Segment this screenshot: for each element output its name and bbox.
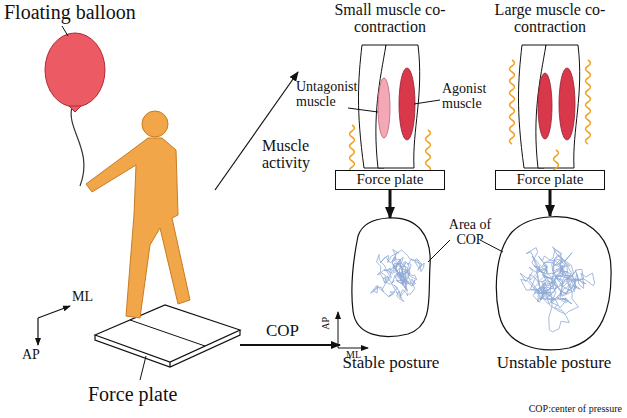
balloon-string <box>71 107 84 186</box>
balloon <box>45 33 105 107</box>
posture-label: Stable posture <box>308 354 474 372</box>
cop-area: Unstable posture <box>494 214 614 352</box>
axis-ap <box>338 312 339 348</box>
muscle-label: Untagonist muscle <box>296 80 358 109</box>
muscle-activity-arrow <box>215 72 298 190</box>
box-text: Force plate <box>516 172 583 188</box>
axis-label: AP <box>22 348 52 363</box>
title-label: Floating balloon <box>4 2 204 23</box>
leg-large <box>519 45 580 168</box>
cop-area-outline <box>494 214 614 352</box>
callout-label: Muscle activity <box>262 138 332 172</box>
flow-arrow <box>389 190 392 218</box>
axis-ml <box>338 348 368 349</box>
balloon-knot <box>69 106 81 112</box>
cop-label: COP <box>266 322 316 340</box>
axis-label: ML <box>72 290 102 305</box>
leader-line <box>140 356 146 380</box>
axis-label: AP <box>321 311 332 335</box>
leader-line <box>348 108 378 112</box>
posture-label: Unstable posture <box>454 354 627 372</box>
leader-line <box>414 100 440 104</box>
force-plate-edge <box>95 330 240 367</box>
muscle-label: Agonist muscle <box>442 82 504 111</box>
callout-label: Area of COP <box>440 218 500 247</box>
panel-heading: Large muscle co-contraction <box>488 2 612 36</box>
leader-line <box>428 240 450 262</box>
note: COP:center of pressure <box>452 404 622 415</box>
person <box>86 138 190 318</box>
flow-arrow <box>549 190 552 216</box>
cop-area: Stable posture <box>348 216 434 338</box>
leg-small <box>359 45 420 168</box>
force-plate <box>95 305 240 362</box>
part-label: Force plate <box>88 384 208 405</box>
plate-divider <box>130 320 205 346</box>
axis-ml <box>38 306 70 318</box>
cop-area-outline <box>348 216 434 338</box>
leader-line <box>62 26 68 36</box>
force-plate-box: Force plate <box>495 170 605 190</box>
axis-ap <box>37 318 38 345</box>
force-plate-box: Force plate <box>335 170 445 190</box>
box-text: Force plate <box>356 172 423 188</box>
cop-arrow <box>240 344 340 346</box>
person-head <box>142 111 168 137</box>
panel-heading: Small muscle co-contraction <box>328 2 452 36</box>
activity-wave <box>350 60 591 178</box>
